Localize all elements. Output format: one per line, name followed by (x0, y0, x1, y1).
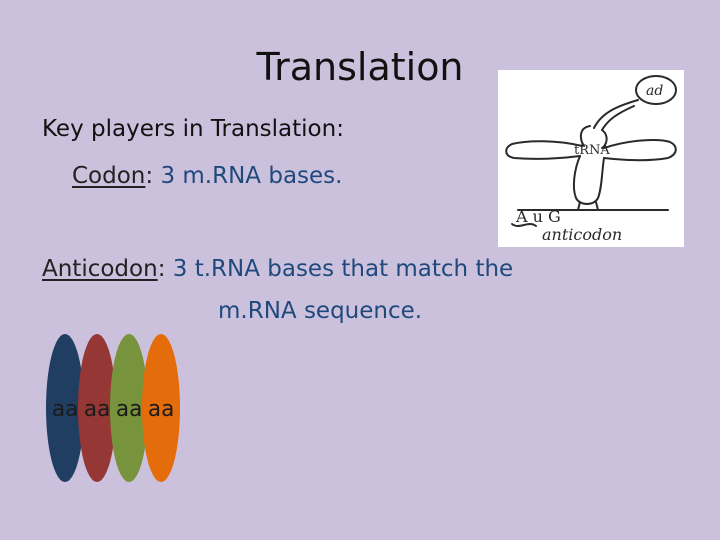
anticodon-term: Anticodon (42, 256, 158, 282)
codon-bases-label: A u G (515, 207, 561, 226)
amino-acid-oval (46, 334, 84, 482)
amino-acid-circle-icon (635, 75, 677, 105)
amino-acid-label: aa (116, 397, 143, 422)
codon-definition-text: 3 m.RNA bases. (160, 163, 343, 189)
trna-label: tRNA (574, 143, 610, 158)
slide-title: Translation (256, 45, 464, 89)
amino-acid-oval (142, 334, 180, 482)
amino-acid-label: aa (148, 397, 175, 422)
anticodon-definition-continued: m.RNA sequence. (218, 298, 423, 324)
amino-acid-oval (110, 334, 148, 482)
trna-sketch: ad tRNA A u G anticodon (505, 75, 677, 244)
codon-definition: Codon: 3 m.RNA bases. (72, 161, 342, 191)
trna-sketch-image: ad tRNA A u G anticodon (498, 70, 684, 247)
key-players-heading: Key players in Translation: (42, 116, 344, 142)
amino-acid-label: aa (84, 397, 111, 422)
anticodon-sketch-label: anticodon (542, 225, 622, 244)
codon-colon: : (145, 163, 154, 189)
codon-term: Codon (72, 163, 146, 189)
anticodon-definition-text: 3 t.RNA bases that match the (172, 256, 514, 282)
amino-acid-oval (78, 334, 116, 482)
anticodon-definition: Anticodon: 3 t.RNA bases that match the (42, 254, 513, 284)
amino-acid-label: ad (646, 83, 663, 99)
amino-acid-label: aa (52, 397, 79, 422)
anticodon-colon: : (157, 256, 166, 282)
